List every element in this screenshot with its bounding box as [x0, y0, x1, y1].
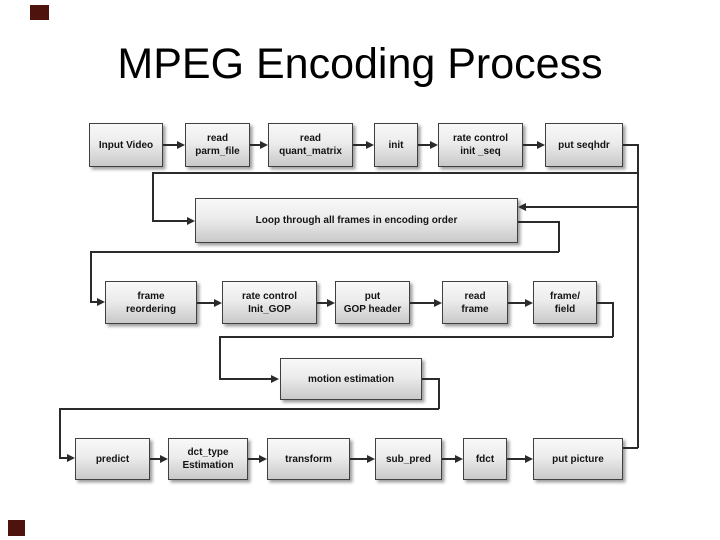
arrow-right-icon — [434, 299, 442, 307]
connector-line — [90, 251, 559, 253]
connector-line — [150, 458, 161, 460]
node-motion-estimation: motion estimation — [280, 358, 422, 400]
connector-line — [350, 458, 368, 460]
arrow-right-icon — [525, 299, 533, 307]
node-init: init — [374, 123, 418, 167]
arrow-right-icon — [97, 298, 105, 306]
node-loop-frames: Loop through all frames in encoding orde… — [195, 198, 518, 243]
connector-line — [518, 221, 558, 223]
connector-line — [623, 144, 638, 146]
connector-line — [152, 172, 154, 221]
connector-line — [219, 336, 221, 379]
arrow-right-icon — [177, 141, 185, 149]
arrow-right-icon — [259, 455, 267, 463]
node-transform: transform — [267, 438, 350, 480]
connector-line — [507, 458, 526, 460]
node-predict: predict — [75, 438, 150, 480]
node-rate-control-init-seq: rate control init _seq — [438, 123, 523, 167]
connector-line — [623, 447, 638, 449]
connector-line — [152, 172, 638, 174]
connector-line — [59, 408, 439, 410]
connector-line — [508, 302, 526, 304]
connector-line — [438, 378, 440, 409]
node-read-quant-matrix: read quant_matrix — [268, 123, 353, 167]
arrow-right-icon — [67, 454, 75, 462]
connector-line — [353, 144, 367, 146]
connector-line — [59, 457, 68, 459]
connector-line — [219, 378, 272, 380]
node-sub-pred: sub_pred — [375, 438, 442, 480]
node-input-video: Input Video — [89, 123, 163, 167]
node-put-gop-header: put GOP header — [335, 281, 410, 324]
connector-line — [418, 144, 431, 146]
node-rate-control-init-gop: rate control Init_GOP — [222, 281, 317, 324]
connector-line — [637, 144, 639, 448]
connector-line — [250, 144, 261, 146]
arrow-right-icon — [271, 375, 279, 383]
page-title: MPEG Encoding Process — [117, 40, 603, 88]
arrow-right-icon — [525, 455, 533, 463]
arrow-right-icon — [455, 455, 463, 463]
connector-line — [526, 206, 638, 208]
connector-line — [90, 251, 92, 302]
arrow-right-icon — [366, 141, 374, 149]
node-fdct: fdct — [463, 438, 507, 480]
node-put-seqhdr: put seqhdr — [545, 123, 623, 167]
connector-line — [523, 144, 538, 146]
node-read-parm-file: read parm_file — [185, 123, 250, 167]
connector-line — [317, 302, 328, 304]
node-frame-field: frame/ field — [533, 281, 597, 324]
connector-line — [410, 302, 435, 304]
connector-line — [163, 144, 178, 146]
arrow-right-icon — [187, 217, 195, 225]
connector-line — [612, 302, 614, 337]
connector-line — [152, 220, 188, 222]
node-read-frame: read frame — [442, 281, 508, 324]
connector-line — [59, 408, 61, 458]
connector-line — [219, 336, 613, 338]
connector-line — [248, 458, 260, 460]
node-frame-reordering: frame reordering — [105, 281, 197, 324]
connector-line — [442, 458, 456, 460]
connector-line — [197, 302, 215, 304]
arrow-right-icon — [260, 141, 268, 149]
node-put-picture: put picture — [533, 438, 623, 480]
arrow-right-icon — [367, 455, 375, 463]
connector-line — [597, 302, 612, 304]
arrow-right-icon — [327, 299, 335, 307]
connector-line — [558, 221, 560, 252]
connector-line — [90, 301, 98, 303]
arrow-right-icon — [160, 455, 168, 463]
node-dct-type-estimation: dct_type Estimation — [168, 438, 248, 480]
corner-square-top-left — [30, 5, 49, 20]
arrow-left-icon — [518, 203, 526, 211]
corner-square-bottom-left — [8, 520, 25, 536]
connector-line — [422, 378, 438, 380]
arrow-right-icon — [214, 299, 222, 307]
arrow-right-icon — [430, 141, 438, 149]
arrow-right-icon — [537, 141, 545, 149]
